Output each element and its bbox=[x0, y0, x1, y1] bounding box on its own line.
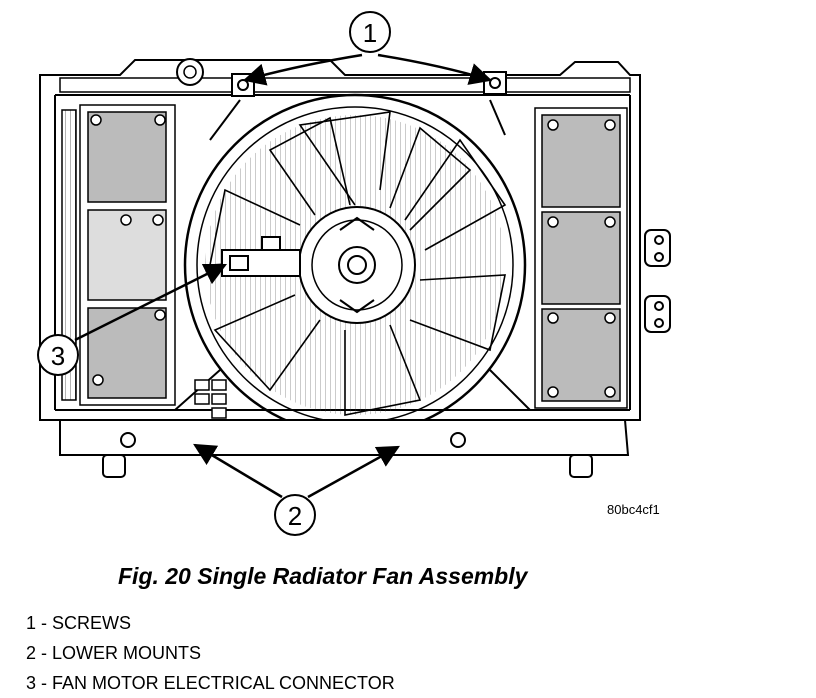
callout-legend: 1 - SCREWS 2 - LOWER MOUNTS 3 - FAN MOTO… bbox=[26, 608, 395, 698]
callout-3-number: 3 bbox=[51, 341, 65, 371]
radiator-bottom-tank bbox=[59, 419, 630, 478]
radiator-top-tank bbox=[59, 58, 631, 93]
callout-3: 3 bbox=[37, 263, 228, 376]
callout-1: 1 bbox=[242, 11, 493, 86]
figure-code: 80bc4cf1 bbox=[607, 502, 660, 517]
legend-item: 2 - LOWER MOUNTS bbox=[26, 643, 202, 663]
radiator-fittings bbox=[644, 229, 671, 333]
shroud-louver bbox=[194, 379, 227, 419]
legend-item: 3 - FAN MOTOR ELECTRICAL CONNECTOR bbox=[26, 673, 395, 693]
panel-bolts bbox=[90, 114, 616, 398]
left-shroud-panel bbox=[61, 104, 176, 406]
right-shroud-panel bbox=[534, 107, 628, 409]
legend-item: 1 - SCREWS bbox=[26, 613, 132, 633]
callout-2-number: 2 bbox=[288, 501, 302, 531]
fan-motor-hub bbox=[298, 206, 416, 324]
fan-motor-electrical-connector bbox=[221, 236, 301, 277]
radiator-fan-diagram: 1 2 3 bbox=[37, 11, 671, 536]
figure-caption: Fig. 20 Single Radiator Fan Assembly bbox=[118, 563, 528, 589]
callout-1-number: 1 bbox=[363, 18, 377, 48]
callout-2: 2 bbox=[193, 443, 400, 536]
